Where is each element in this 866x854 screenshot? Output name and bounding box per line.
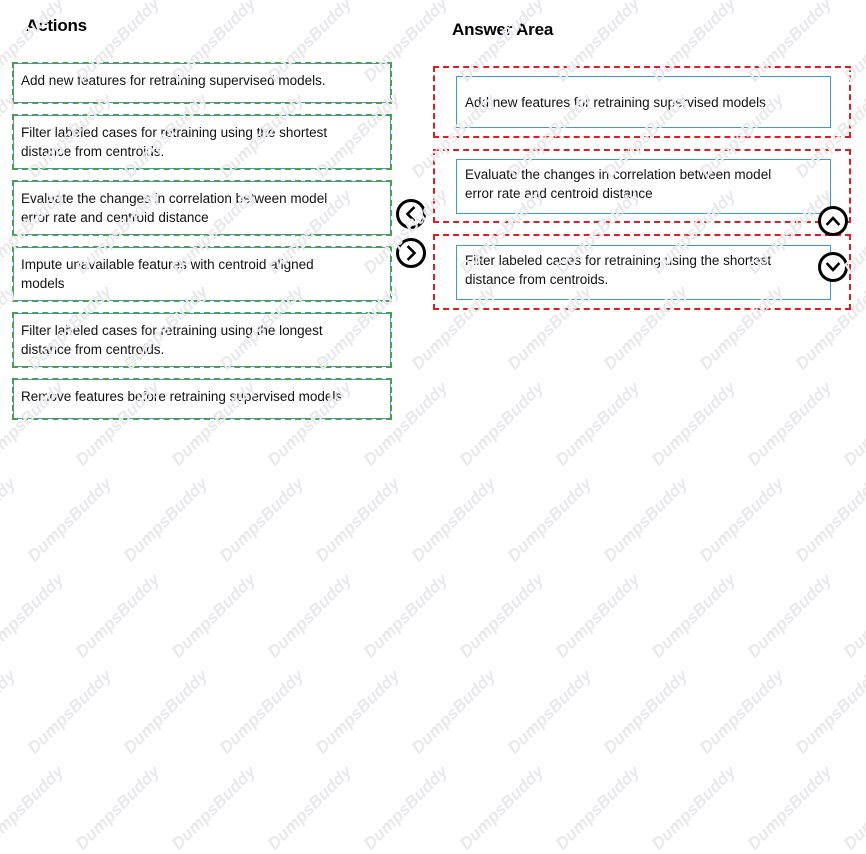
watermark-text: DumpsBuddy <box>600 665 692 758</box>
action-item[interactable]: Filter labeled cases for retraining usin… <box>12 114 392 170</box>
watermark-text: DumpsBuddy <box>744 569 836 662</box>
watermark-text: DumpsBuddy <box>360 761 452 854</box>
move-left-icon <box>403 206 419 222</box>
answer-item[interactable]: Filter labeled cases for retraining usin… <box>456 244 831 300</box>
watermark-text: DumpsBuddy <box>792 665 866 758</box>
watermark-text: DumpsBuddy <box>840 761 866 854</box>
answer-drop-zone[interactable]: Add new features for retraining supervis… <box>433 66 851 138</box>
action-item[interactable]: Impute unavailable features with centroi… <box>12 246 392 302</box>
answer-panel-title: Answer Area <box>452 20 554 39</box>
watermark-text: DumpsBuddy <box>648 569 740 662</box>
watermark-text: DumpsBuddy <box>120 665 212 758</box>
watermark-text: DumpsBuddy <box>0 761 68 854</box>
answer-drop-zone[interactable]: Evaluate the changes in correlation betw… <box>433 149 851 223</box>
watermark-text: DumpsBuddy <box>72 569 164 662</box>
move-up-icon <box>825 213 841 229</box>
watermark-text: DumpsBuddy <box>600 473 692 566</box>
watermark-text: DumpsBuddy <box>24 665 116 758</box>
action-item[interactable]: Evaluate the changes in correlation betw… <box>12 180 392 236</box>
action-item-label: Filter labeled cases for retraining usin… <box>21 323 323 357</box>
answer-item[interactable]: Add new features for retraining supervis… <box>456 76 831 128</box>
watermark-text: DumpsBuddy <box>0 473 20 566</box>
watermark-text: DumpsBuddy <box>504 473 596 566</box>
watermark-text: DumpsBuddy <box>648 761 740 854</box>
move-right-button[interactable] <box>396 238 426 268</box>
watermark-text: DumpsBuddy <box>408 473 500 566</box>
watermark-text: DumpsBuddy <box>360 569 452 662</box>
watermark-text: DumpsBuddy <box>168 569 260 662</box>
watermark-text: DumpsBuddy <box>312 665 404 758</box>
watermark-text: DumpsBuddy <box>216 665 308 758</box>
watermark-text: DumpsBuddy <box>264 761 356 854</box>
action-item[interactable]: Add new features for retraining supervis… <box>12 62 392 104</box>
action-item-label: Remove features before retraining superv… <box>21 389 343 404</box>
watermark-text: DumpsBuddy <box>24 473 116 566</box>
answer-item-label: Evaluate the changes in correlation betw… <box>465 166 772 201</box>
move-left-button[interactable] <box>396 199 426 229</box>
action-item-label: Evaluate the changes in correlation betw… <box>21 191 328 225</box>
watermark-text: DumpsBuddy <box>552 761 644 854</box>
watermark-text: DumpsBuddy <box>744 761 836 854</box>
watermark-text: DumpsBuddy <box>456 569 548 662</box>
answer-item-label: Filter labeled cases for retraining usin… <box>465 252 772 287</box>
answer-item-label: Add new features for retraining supervis… <box>465 94 770 110</box>
watermark-text: DumpsBuddy <box>840 569 866 662</box>
watermark-text: DumpsBuddy <box>0 665 20 758</box>
watermark-text: DumpsBuddy <box>792 473 866 566</box>
watermark-text: DumpsBuddy <box>312 473 404 566</box>
action-item[interactable]: Filter labeled cases for retraining usin… <box>12 312 392 368</box>
watermark-text: DumpsBuddy <box>264 569 356 662</box>
actions-panel-title: Actions <box>26 16 87 35</box>
watermark-text: DumpsBuddy <box>72 761 164 854</box>
move-down-icon <box>825 259 841 275</box>
watermark-text: DumpsBuddy <box>504 665 596 758</box>
answer-item[interactable]: Evaluate the changes in correlation betw… <box>456 158 831 214</box>
watermark-text: DumpsBuddy <box>408 665 500 758</box>
watermark-text: DumpsBuddy <box>696 665 788 758</box>
move-up-button[interactable] <box>818 206 848 236</box>
watermark-text: DumpsBuddy <box>168 761 260 854</box>
answer-slot-list: Add new features for retraining supervis… <box>433 66 851 321</box>
answer-drop-zone[interactable]: Filter labeled cases for retraining usin… <box>433 234 851 310</box>
watermark-text: DumpsBuddy <box>552 569 644 662</box>
action-item[interactable]: Remove features before retraining superv… <box>12 378 392 420</box>
action-item-label: Impute unavailable features with centroi… <box>21 257 314 291</box>
watermark-text: DumpsBuddy <box>216 473 308 566</box>
watermark-text: DumpsBuddy <box>456 761 548 854</box>
move-right-icon <box>403 245 419 261</box>
watermark-text: DumpsBuddy <box>120 473 212 566</box>
action-item-label: Filter labeled cases for retraining usin… <box>21 125 328 159</box>
action-item-label: Add new features for retraining supervis… <box>21 73 326 88</box>
watermark-text: DumpsBuddy <box>696 473 788 566</box>
move-down-button[interactable] <box>818 252 848 282</box>
watermark-text: DumpsBuddy <box>0 569 68 662</box>
actions-list: Add new features for retraining supervis… <box>12 62 392 431</box>
